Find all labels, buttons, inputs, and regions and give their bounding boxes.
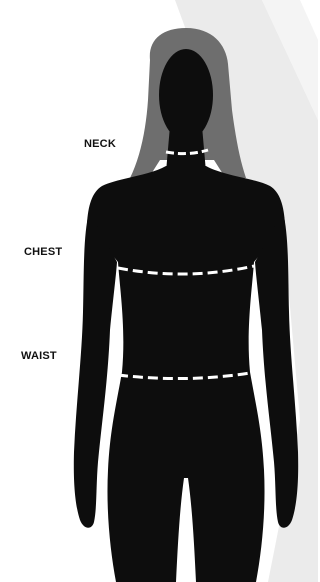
waist-label: WAIST — [21, 350, 57, 362]
chest-label: CHEST — [24, 246, 62, 258]
neck-label: NECK — [84, 138, 116, 150]
